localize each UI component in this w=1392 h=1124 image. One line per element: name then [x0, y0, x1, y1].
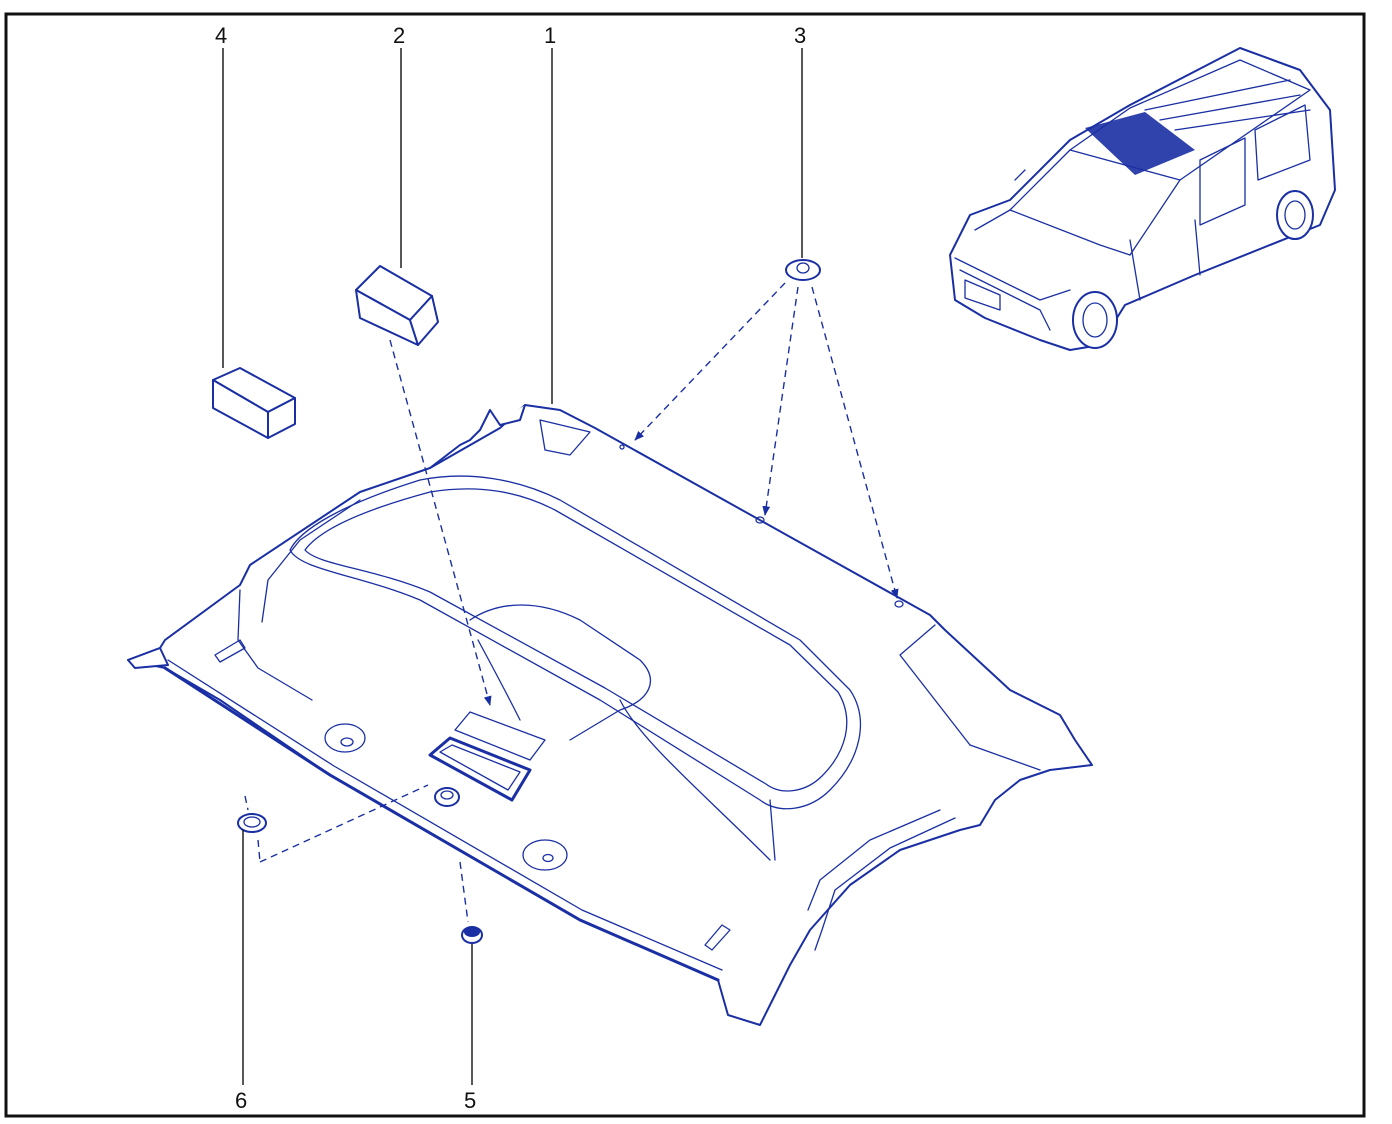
plug-on-panel — [434, 787, 460, 807]
grommet-6 — [237, 813, 267, 833]
sound-pad-block-4 — [212, 367, 296, 439]
callout-2: 2 — [393, 23, 405, 48]
sound-pad-block-2 — [355, 265, 439, 346]
callout-3: 3 — [794, 23, 806, 48]
roof-headliner-panel — [127, 404, 1093, 1026]
callout-4: 4 — [215, 23, 227, 48]
plug-5 — [461, 926, 483, 944]
leader-lines — [222, 48, 803, 1085]
diagram-border — [4, 12, 1366, 1118]
callout-6: 6 — [235, 1088, 247, 1113]
callout-5: 5 — [464, 1088, 476, 1113]
callout-1: 1 — [544, 23, 556, 48]
retaining-clip-3 — [785, 259, 821, 281]
assembly-lines — [244, 282, 899, 923]
vehicle-location-icon — [949, 47, 1336, 351]
